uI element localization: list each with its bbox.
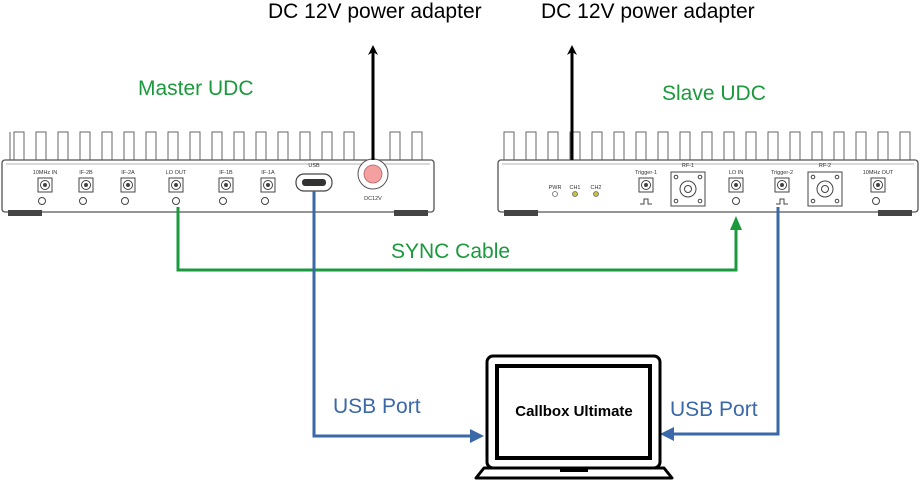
power-adapter-label-right: DC 12V power adapter xyxy=(541,0,755,23)
master-port-label-10mhz-in: 10MHz IN xyxy=(33,170,57,176)
slave-port-label-trigger-2: Trigger-2 xyxy=(771,170,793,176)
sync-cable-arrowhead xyxy=(730,216,742,230)
usb-cable-right xyxy=(672,207,780,436)
slave-label-ch1: CH1 xyxy=(569,185,580,191)
master-port-label-if-2b: IF-2B xyxy=(79,170,93,176)
master-port-label-if-1b: IF-1B xyxy=(219,170,233,176)
master-port-label-lo-out: LO OUT xyxy=(166,170,187,176)
slave-label-pwr: PWR xyxy=(549,185,562,191)
master-port-label-if-2a: IF-2A xyxy=(121,170,135,176)
slave-rf-connectors xyxy=(670,171,843,207)
usb-port-label-right: USB Port xyxy=(670,398,758,421)
usb-cable-left xyxy=(312,191,472,438)
ch2-led xyxy=(593,191,599,197)
sync-cable-label: SYNC Cable xyxy=(391,240,510,263)
slave-port-label-trigger-1: Trigger-1 xyxy=(635,170,657,176)
master-udc-label: Master UDC xyxy=(138,77,254,100)
usb-arrowhead-left xyxy=(470,429,484,443)
slave-udc-device: PWR CH1 CH2 Trigger-1 RF-1 LO IN Trigger… xyxy=(497,131,919,216)
master-port-label-if-1a: IF-1A xyxy=(261,170,275,176)
ch1-led xyxy=(572,191,578,197)
laptop-icon xyxy=(474,354,674,480)
slave-udc-label: Slave UDC xyxy=(662,82,766,105)
slave-label-ch2: CH2 xyxy=(590,185,601,191)
master-udc-device: 10MHz IN IF-2B IF-2A LO OUT IF-1B IF-1A … xyxy=(1,131,435,216)
pwr-led xyxy=(552,191,558,197)
usb-arrowhead-right xyxy=(660,427,674,441)
slave-sma-connectors xyxy=(638,177,886,205)
master-port-label-dc12v: DC12V xyxy=(364,196,382,202)
slave-port-label-10mhz-out: 10MHz OUT xyxy=(863,170,894,176)
usb-port-label-left: USB Port xyxy=(333,395,421,418)
master-port-label-usb: USB xyxy=(308,163,320,169)
laptop-screen-label: Callbox Ultimate xyxy=(515,403,633,420)
master-sma-connectors xyxy=(37,177,276,205)
slave-port-label-lo-in: LO IN xyxy=(729,170,743,176)
slave-port-label-rf-1: RF-1 xyxy=(682,163,694,169)
slave-port-label-rf-2: RF-2 xyxy=(819,163,831,169)
sync-cable-line xyxy=(176,207,738,272)
power-adapter-label-left: DC 12V power adapter xyxy=(268,0,482,23)
